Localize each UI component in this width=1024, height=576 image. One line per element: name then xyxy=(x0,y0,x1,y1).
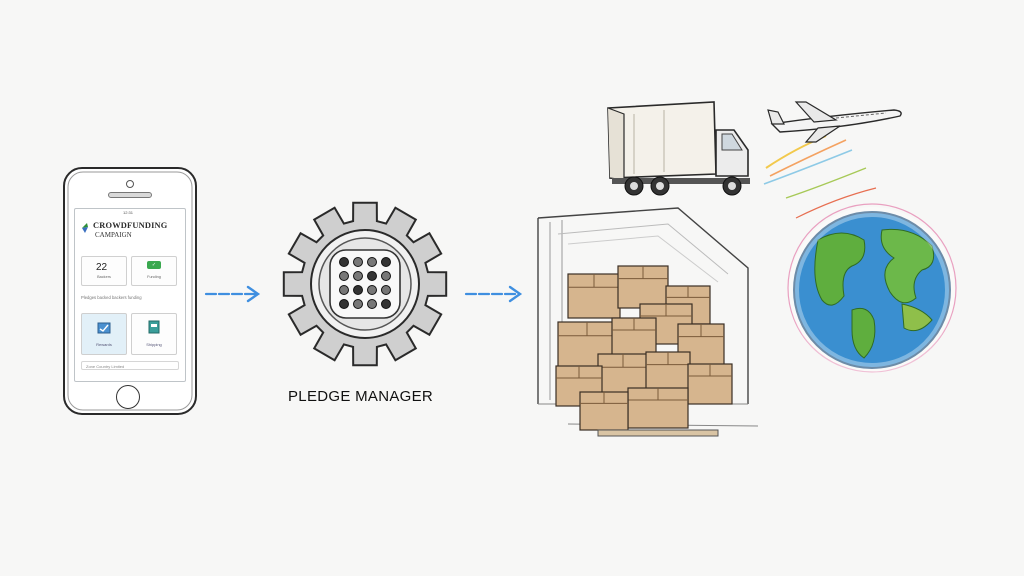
box-tape xyxy=(556,366,602,379)
control-dot xyxy=(339,285,349,295)
reward-icon xyxy=(97,322,111,334)
box-tape xyxy=(666,286,710,298)
box-tape xyxy=(640,304,692,317)
pledge-manager-label: PLEDGE MANAGER xyxy=(288,388,434,405)
box-stack xyxy=(555,265,733,431)
campaign-subtitle: CAMPAIGN xyxy=(95,231,132,239)
control-dot xyxy=(367,271,377,281)
control-dot xyxy=(381,285,391,295)
arrow-right-icon xyxy=(464,285,523,303)
control-dot xyxy=(367,299,377,309)
box-tape xyxy=(678,324,724,338)
control-dot xyxy=(339,299,349,309)
arrow-right-icon xyxy=(204,285,261,303)
campaign-brand: CROWDFUNDING CAMPAIGN xyxy=(81,219,181,243)
smartphone-icon: 12:31 CROWDFUNDING CAMPAIGN 22 Backers ✓… xyxy=(62,166,198,416)
funding-stat[interactable]: ✓ Funding xyxy=(131,256,177,286)
backers-stat[interactable]: 22 Backers xyxy=(81,256,127,286)
check-badge-icon: ✓ xyxy=(147,261,161,269)
phone-screen: 12:31 CROWDFUNDING CAMPAIGN 22 Backers ✓… xyxy=(74,208,186,382)
shipping-icon xyxy=(148,320,160,334)
box-tape xyxy=(646,352,690,366)
control-dot xyxy=(353,299,363,309)
stats-row: 22 Backers ✓ Funding xyxy=(81,256,179,286)
truck-icon xyxy=(607,101,750,196)
box-tape xyxy=(618,266,668,280)
control-dot xyxy=(381,271,391,281)
pledge-controls xyxy=(339,257,391,309)
phone-footer: Zone Country Limited xyxy=(81,361,179,370)
cardboard-box xyxy=(617,265,669,309)
rewards-caption: Rewards xyxy=(96,342,112,347)
funding-caption: Funding xyxy=(147,275,161,279)
status-bar: 12:31 xyxy=(75,209,185,217)
shipping-caption: Shipping xyxy=(146,342,162,347)
box-tape xyxy=(598,354,648,368)
box-tape xyxy=(612,318,656,331)
control-dot xyxy=(381,299,391,309)
shipping-tile[interactable]: Shipping xyxy=(131,313,177,355)
campaign-title: CROWDFUNDING xyxy=(93,221,168,230)
control-dot xyxy=(339,257,349,267)
control-dot xyxy=(381,257,391,267)
control-dot xyxy=(367,257,377,267)
tiles-row: Rewards Shipping xyxy=(81,313,179,355)
motion-lines xyxy=(763,135,877,219)
status-time: 12:31 xyxy=(123,210,134,215)
rewards-tile[interactable]: Rewards xyxy=(81,313,127,355)
gear-icon xyxy=(282,201,448,367)
campaign-logo-icon xyxy=(82,223,88,233)
backers-count: 22 xyxy=(96,262,108,273)
camera-icon xyxy=(126,180,134,188)
control-dot xyxy=(353,271,363,281)
warehouse-icon xyxy=(537,207,759,437)
box-tape xyxy=(628,388,688,401)
control-dot xyxy=(367,285,377,295)
home-button[interactable] xyxy=(116,385,140,409)
control-dot xyxy=(353,285,363,295)
box-tape xyxy=(580,392,628,404)
campaign-note: Pledges backed backers funding xyxy=(81,295,142,300)
airplane-icon xyxy=(767,101,902,143)
control-dot xyxy=(353,257,363,267)
control-dot xyxy=(339,271,349,281)
box-tape xyxy=(568,274,620,288)
globe-icon xyxy=(787,203,957,373)
box-tape xyxy=(558,322,616,337)
speaker-grille xyxy=(108,192,152,198)
box-tape xyxy=(688,364,732,377)
backers-caption: Backers xyxy=(97,275,111,279)
